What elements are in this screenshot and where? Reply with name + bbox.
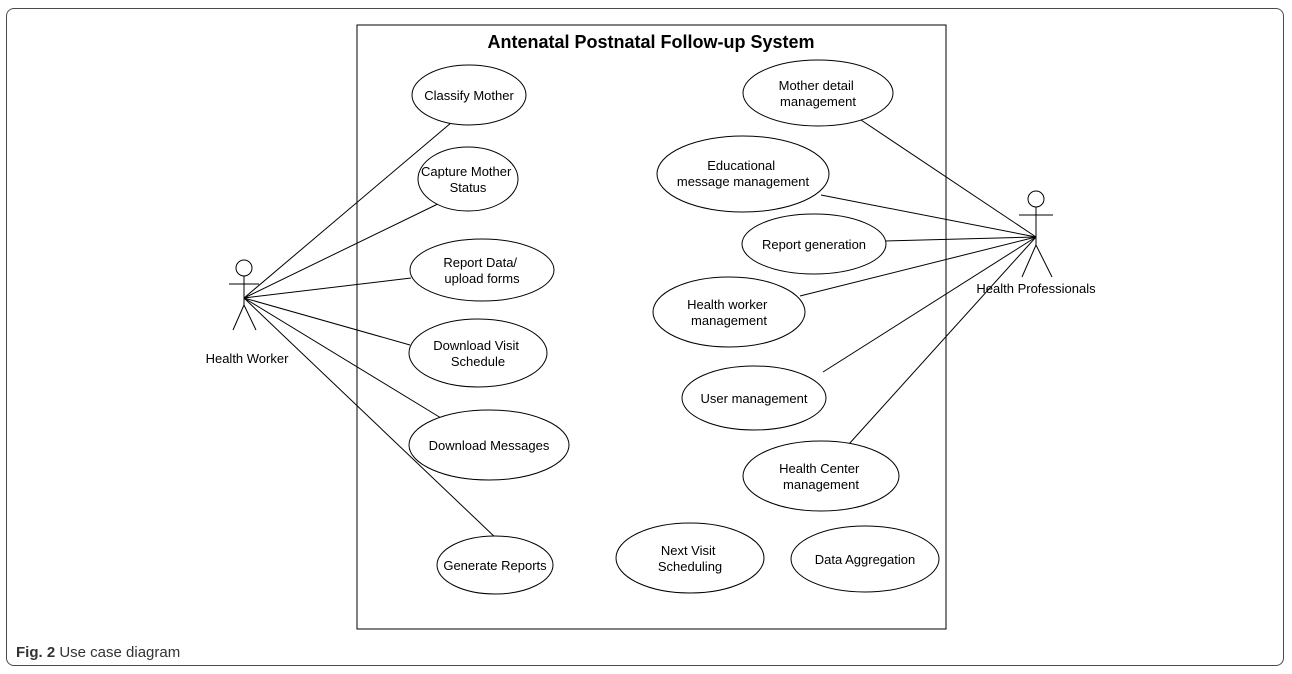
svg-text:Data Aggregation: Data Aggregation — [815, 552, 915, 567]
figure-caption-text: Use case diagram — [59, 644, 181, 661]
svg-text:Generate Reports: Generate Reports — [443, 558, 547, 573]
use-case-download-visit-schedule: Download Visit Schedule — [408, 318, 548, 388]
svg-text:Capture Mother Status: Capture Mother Status — [421, 164, 515, 195]
association-line — [799, 236, 1037, 297]
use-case-label: User management — [701, 391, 808, 406]
use-case-health-center-management: Health Center management — [742, 440, 900, 512]
figure-label: Fig. 2 — [16, 644, 56, 661]
association-line — [822, 236, 1037, 373]
use-case-label: management — [691, 313, 767, 328]
use-case-label: Schedule — [451, 354, 505, 369]
association-line — [243, 297, 442, 419]
svg-text:Mother detail management: Mother detail management — [779, 78, 858, 109]
use-case-data-aggregation: Data Aggregation — [790, 525, 940, 593]
use-case-label: Next Visit — [661, 543, 716, 558]
association-line — [243, 199, 447, 299]
use-case-report-generation: Report generation — [741, 213, 887, 275]
association-line — [243, 297, 499, 541]
use-case-label: Educational — [707, 158, 775, 173]
association-line — [884, 236, 1037, 242]
actor-head — [1027, 190, 1045, 208]
use-case-download-messages: Download Messages — [408, 409, 570, 481]
association-line — [243, 297, 411, 346]
use-case-label: Data Aggregation — [815, 552, 915, 567]
use-case-mother-detail-management: Mother detail management — [742, 59, 894, 127]
use-case-label: Health Center — [779, 461, 860, 476]
svg-text:Report generation: Report generation — [762, 237, 866, 252]
svg-text:Report Data/ upload form: Report Data/ upload forms — [443, 255, 520, 286]
use-case-label: Generate Reports — [443, 558, 547, 573]
use-case-next-visit-scheduling: Next Visit Scheduling — [615, 522, 765, 594]
use-case-label: management — [780, 94, 856, 109]
use-case-label: Capture Mother — [421, 164, 512, 179]
svg-text:User management: User management — [701, 391, 808, 406]
use-case-label: Report Data/ — [443, 255, 517, 270]
use-case-label: message management — [677, 174, 810, 189]
use-case-label: Mother detail — [779, 78, 854, 93]
association-line — [848, 236, 1037, 445]
use-case-label: Report generation — [762, 237, 866, 252]
use-case-label: Download Visit — [433, 338, 519, 353]
health-worker-actor — [229, 259, 259, 331]
figure-caption: Fig. 2 Use case diagram — [16, 644, 180, 661]
svg-text:Health worker management: Health worker management — [687, 297, 771, 328]
association-line — [820, 194, 1037, 238]
use-case-classify-mother: Classify Mother — [411, 64, 527, 126]
use-case-capture-mother-status: Capture Mother Status — [417, 146, 519, 212]
use-case-label: Download Messages — [429, 438, 550, 453]
health-professionals-label: Health Professionals — [976, 281, 1096, 296]
svg-text:Next Visit Scheduling: Next Visit Scheduling — [658, 543, 722, 574]
use-case-label: Health worker — [687, 297, 768, 312]
health-professionals-actor — [1019, 190, 1053, 278]
use-case-label: management — [783, 477, 859, 492]
svg-text:Classify Mother: Classify Mother — [424, 88, 514, 103]
svg-text:Health Center management: Health Center management — [779, 461, 863, 492]
svg-text:Download Visit Schedule: Download Visit Schedule — [433, 338, 522, 369]
use-case-educational-message-management: Educational message management — [656, 135, 830, 213]
use-case-label: Status — [450, 180, 487, 195]
figure-frame — [6, 8, 1284, 666]
use-case-label: Scheduling — [658, 559, 722, 574]
health-professionals-associations — [799, 119, 1037, 445]
use-case-generate-reports: Generate Reports — [436, 535, 554, 595]
use-case-health-worker-management: Health worker management — [652, 276, 806, 348]
use-case-label: upload forms — [444, 271, 520, 286]
health-worker-associations — [243, 116, 499, 541]
association-line — [860, 119, 1037, 238]
use-case-user-management: User management — [681, 365, 827, 431]
use-case-report-data: Report Data/ upload forms — [409, 238, 555, 302]
svg-text:Educational message mana: Educational message management — [677, 158, 810, 189]
actor-head — [235, 259, 253, 277]
system-title: Antenatal Postnatal Follow-up System — [487, 32, 814, 52]
health-worker-label: Health Worker — [206, 351, 290, 366]
association-line — [243, 116, 459, 299]
use-case-label: Classify Mother — [424, 88, 514, 103]
svg-text:Download Messages: Download Messages — [429, 438, 550, 453]
association-line — [243, 277, 412, 299]
